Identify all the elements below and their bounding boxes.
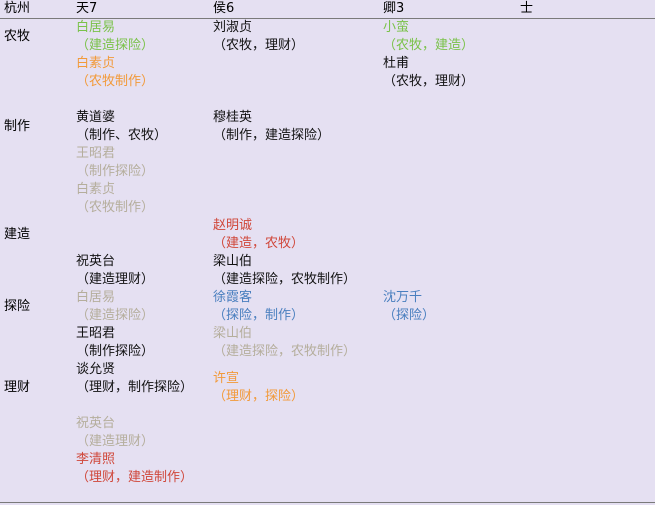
person-entry: 梁山伯 （建造探险，农牧制作） (213, 253, 378, 289)
person-name: 杜甫 (383, 56, 410, 71)
person-entry: 杜甫 （农牧，理财） (383, 55, 513, 91)
person-name: 祝英台 (76, 254, 116, 269)
row-label-nongmu: 农牧 (4, 29, 31, 44)
person-skills: （建造探险，农牧制作） (213, 272, 357, 287)
person-skills: （理财，探险） (213, 389, 305, 404)
person-name: 王昭君 (76, 146, 116, 161)
person-entry: 白素贞 （农牧制作） (76, 181, 188, 217)
person-name: 白居易 (76, 20, 116, 35)
person-skills: （农牧制作） (76, 200, 155, 215)
person-skills: （理财，制作探险） (76, 380, 194, 395)
person-skills: （农牧，理财） (383, 74, 475, 89)
person-entry: 祝英台 （建造理财） (76, 415, 188, 451)
table-bottom-border (0, 502, 655, 503)
person-entry: 许宣 （理财，探险） (213, 370, 373, 406)
person-entry: 徐霞客 （探险，制作） (213, 289, 373, 325)
person-skills: （探险，制作） (213, 308, 305, 323)
person-name: 李清照 (76, 452, 116, 467)
header-col-qing: 卿3 (383, 1, 405, 16)
person-skills: （建造理财） (76, 272, 155, 287)
person-skills: （建造探险，农牧制作） (213, 344, 357, 359)
person-skills: （探险） (383, 308, 436, 323)
person-skills: （农牧，建造） (383, 38, 475, 53)
person-skills: （理财，建造制作） (76, 470, 194, 485)
header-divider (0, 18, 655, 19)
person-skills: （农牧，理财） (213, 38, 305, 53)
person-entry: 刘淑贞 （农牧，理财） (213, 19, 373, 55)
person-entry: 沈万千 （探险） (383, 289, 513, 325)
person-entry: 王昭君 （制作探险） (76, 325, 188, 361)
person-name: 白素贞 (76, 56, 116, 71)
person-name: 小蛮 (383, 20, 410, 35)
table-header: 杭州 天7 侯6 卿3 士 (0, 0, 655, 20)
person-skills: （建造探险） (76, 308, 155, 323)
row-label-zhizuo: 制作 (4, 119, 31, 134)
person-name: 沈万千 (383, 290, 423, 305)
header-region: 杭州 (4, 1, 31, 16)
person-entry: 穆桂英 （制作，建造探险） (213, 109, 373, 145)
person-name: 谈允贤 (76, 362, 116, 377)
header-col-shi: 士 (520, 1, 534, 16)
person-entry: 梁山伯 （建造探险，农牧制作） (213, 325, 378, 361)
person-name: 赵明诚 (213, 218, 253, 233)
person-entry: 李清照 （理财，建造制作） (76, 451, 194, 487)
person-name: 王昭君 (76, 326, 116, 341)
person-name: 祝英台 (76, 416, 116, 431)
person-skills: （制作探险） (76, 344, 155, 359)
person-name: 徐霞客 (213, 290, 253, 305)
person-name: 许宣 (213, 371, 240, 386)
person-entry: 谈允贤 （理财，制作探险） (76, 361, 194, 397)
person-name: 白素贞 (76, 182, 116, 197)
person-skills: （制作、农牧） (76, 128, 168, 143)
row-label-tanxian: 探险 (4, 299, 31, 314)
person-entry: 祝英台 （建造理财） (76, 253, 188, 289)
header-col-hou: 侯6 (213, 1, 235, 16)
person-skills: （制作，建造探险） (213, 128, 331, 143)
person-entry: 王昭君 （制作探险） (76, 145, 188, 181)
person-skills: （农牧制作） (76, 74, 155, 89)
person-entry: 白素贞 （农牧制作） (76, 55, 188, 91)
person-name: 黄道婆 (76, 110, 116, 125)
person-entry: 赵明诚 （建造，农牧） (213, 217, 373, 253)
person-skills: （建造，农牧） (213, 236, 305, 251)
person-entry: 小蛮 （农牧，建造） (383, 19, 513, 55)
person-name: 梁山伯 (213, 326, 253, 341)
person-entry: 白居易 （建造探险） (76, 289, 188, 325)
header-col-tian: 天7 (76, 1, 98, 16)
row-label-licai: 理财 (4, 380, 31, 395)
person-name: 穆桂英 (213, 110, 253, 125)
person-name: 刘淑贞 (213, 20, 253, 35)
person-skills: （建造探险） (76, 38, 155, 53)
person-entry: 白居易 （建造探险） (76, 19, 188, 55)
person-entry: 黄道婆 （制作、农牧） (76, 109, 188, 145)
person-skills: （建造理财） (76, 434, 155, 449)
person-name: 梁山伯 (213, 254, 253, 269)
row-label-jianzao: 建造 (4, 227, 31, 242)
person-skills: （制作探险） (76, 164, 155, 179)
person-name: 白居易 (76, 290, 116, 305)
